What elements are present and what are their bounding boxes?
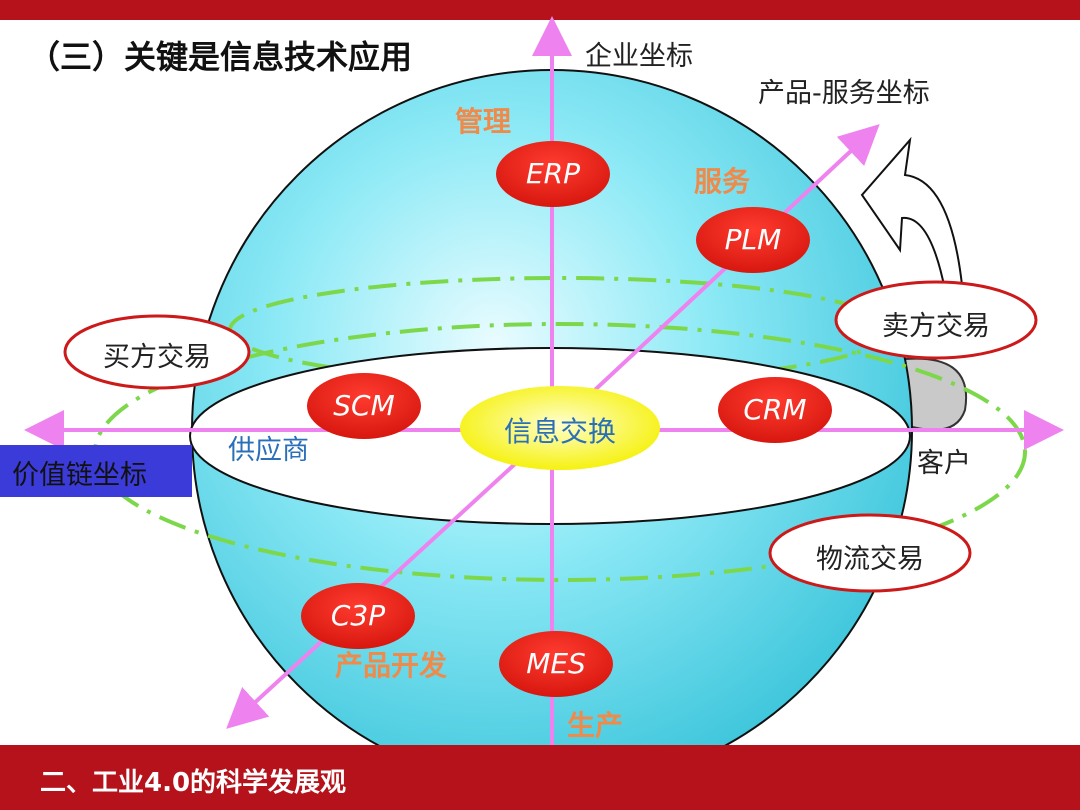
trade-label-seller: 卖方交易 [882, 311, 990, 342]
node-label-plm: PLM [724, 223, 782, 256]
node-erp [496, 141, 610, 207]
axis-label-enterprise: 企业坐标 [585, 41, 693, 72]
node-mes [499, 631, 613, 697]
node-label-erp: ERP [525, 157, 581, 190]
axis-label-product-service: 产品-服务坐标 [758, 78, 930, 109]
function-label-production: 生产 [567, 709, 624, 742]
trade-logistics-shape [768, 513, 972, 593]
node-plm [696, 207, 810, 273]
bottom-banner [0, 745, 1080, 810]
function-label-management: 管理 [455, 105, 512, 138]
end-label-customer: 客户 [917, 448, 971, 479]
trade-label-logistics: 物流交易 [816, 544, 924, 575]
end-label-supplier: 供应商 [228, 435, 309, 466]
top-banner [0, 0, 1080, 20]
node-label-c3p: C3P [330, 599, 386, 632]
axis-diagonal-down [226, 428, 554, 729]
node-scm [307, 373, 421, 439]
axis-label-value-chain: 价值链坐标 [12, 460, 147, 491]
function-label-service: 服务 [694, 165, 751, 198]
footer-title: 二、工业4.0的科学发展观 [40, 768, 347, 798]
center-exchange [460, 386, 660, 470]
node-label-mes: MES [526, 647, 586, 680]
node-label-scm: SCM [333, 389, 395, 422]
value-chain-box [0, 445, 192, 497]
node-label-crm: CRM [743, 393, 807, 426]
trade-buyer-shape [63, 314, 251, 390]
center-label: 信息交换 [503, 415, 616, 448]
node-c3p [301, 583, 415, 649]
rotation-arrow [860, 136, 964, 292]
trade-label-buyer: 买方交易 [103, 342, 211, 373]
trade-seller-shape [834, 280, 1038, 360]
node-crm [718, 377, 832, 443]
function-label-product-dev: 产品开发 [335, 649, 448, 682]
axis-diagonal-up [550, 124, 880, 432]
slide-title: （三）关键是信息技术应用 [28, 38, 413, 76]
